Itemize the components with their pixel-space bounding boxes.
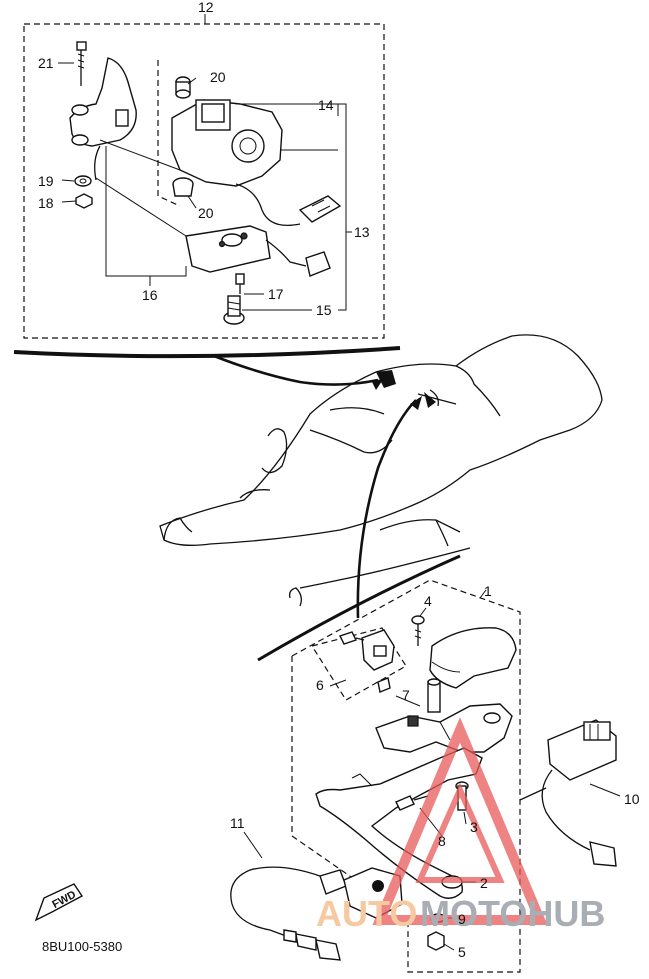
label-18: 18 xyxy=(38,195,54,211)
forward-label: FWD xyxy=(50,889,78,911)
inset-box-12 xyxy=(13,14,401,359)
throttle-cover xyxy=(429,627,517,689)
lower-inset-divider xyxy=(257,554,461,662)
connector-10 xyxy=(519,719,617,867)
label-16: 16 xyxy=(142,287,158,303)
snowmobile xyxy=(159,334,603,607)
pin-7 xyxy=(427,678,441,713)
label-10: 10 xyxy=(624,791,640,807)
label-5: 5 xyxy=(458,944,466,960)
label-19: 19 xyxy=(38,173,54,189)
bracket xyxy=(69,57,137,181)
label-20-bottom: 20 xyxy=(198,205,214,221)
nut-18 xyxy=(75,193,93,209)
label-7: 7 xyxy=(402,687,410,703)
label-15: 15 xyxy=(316,302,332,318)
bolt-15 xyxy=(223,295,245,325)
label-13: 13 xyxy=(354,224,370,240)
diagram-code: 8BU100-5380 xyxy=(42,939,122,954)
label-11: 11 xyxy=(230,815,245,831)
label-1: 1 xyxy=(484,583,492,599)
control-unit-14 xyxy=(171,99,342,227)
label-17: 17 xyxy=(268,286,284,302)
leaders-top xyxy=(58,62,352,311)
nut-5 xyxy=(427,931,445,951)
label-9: 9 xyxy=(458,911,466,927)
washer-19 xyxy=(74,175,92,187)
pointer-arrow-bottom xyxy=(356,399,417,619)
throttle-housing xyxy=(375,703,513,753)
sensor-16 xyxy=(185,225,331,277)
watermark-logo xyxy=(372,717,548,925)
forward-arrow-icon: FWD xyxy=(34,883,84,922)
label-4: 4 xyxy=(424,593,432,609)
dashed-guide-20 xyxy=(157,60,181,207)
bolt-21 xyxy=(76,41,87,86)
screw-4 xyxy=(411,615,425,646)
grommet-20-bottom xyxy=(172,177,194,197)
label-12: 12 xyxy=(198,0,214,15)
label-20-top: 20 xyxy=(210,69,226,85)
label-8: 8 xyxy=(438,833,446,849)
watermark-auto: AUTO xyxy=(316,893,417,934)
lower-assembly-1 xyxy=(291,579,521,973)
bolt-17 xyxy=(235,273,245,294)
watermark-motohub: MOTOHUB xyxy=(420,893,605,934)
label-6: 6 xyxy=(316,677,324,693)
switch-6 xyxy=(339,629,395,693)
pointer-arrow-top xyxy=(213,354,379,386)
label-3: 3 xyxy=(470,819,478,835)
label-14: 14 xyxy=(318,97,334,113)
label-21: 21 xyxy=(38,55,54,71)
cable-11 xyxy=(230,866,347,961)
label-2: 2 xyxy=(480,875,488,891)
grommet-20-top xyxy=(175,76,191,99)
